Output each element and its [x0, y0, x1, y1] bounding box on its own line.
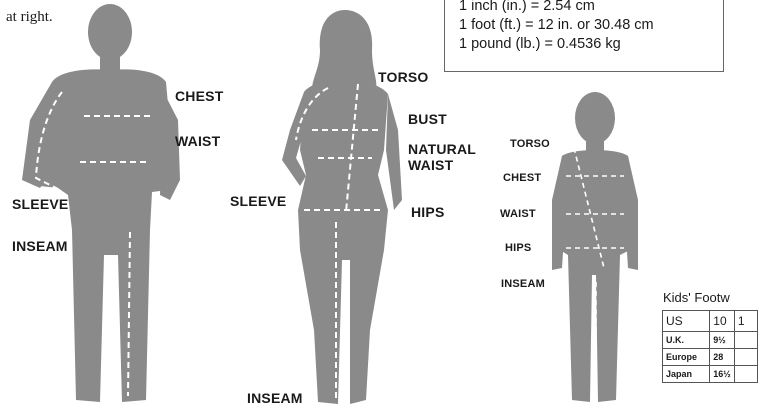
table-cell — [734, 366, 757, 383]
table-cell — [734, 349, 757, 366]
table-row: U.K. 9½ — [663, 332, 758, 349]
table-cell: U.K. — [663, 332, 710, 349]
man-sleeve-label: SLEEVE — [12, 196, 68, 212]
kids-footwear-title: Kids' Footw — [663, 290, 730, 305]
woman-torso-label: TORSO — [378, 69, 429, 85]
woman-hips-label: HIPS — [411, 204, 444, 220]
child-silhouette — [552, 92, 638, 402]
woman-sleeve-label: SLEEVE — [230, 193, 286, 209]
table-cell: 28 — [710, 349, 735, 366]
man-waist-label: WAIST — [175, 133, 220, 149]
kids-footwear-table-wrap: US 10 1 U.K. 9½ Europe 28 Japan 16½ — [662, 310, 758, 408]
child-chest-label: CHEST — [503, 172, 541, 184]
man-chest-label: CHEST — [175, 88, 223, 104]
child-inseam-label: INSEAM — [501, 278, 545, 290]
table-cell: 9½ — [710, 332, 735, 349]
table-cell: 1 — [734, 311, 757, 332]
table-cell: 16½ — [710, 366, 735, 383]
table-row: Japan 16½ — [663, 366, 758, 383]
child-hips-label: HIPS — [505, 242, 531, 254]
woman-natural-waist-label-1: NATURAL — [408, 141, 476, 157]
table-cell — [734, 332, 757, 349]
woman-bust-label: BUST — [408, 111, 447, 127]
man-inseam-label: INSEAM — [12, 238, 68, 254]
table-row: Europe 28 — [663, 349, 758, 366]
table-cell: 10 — [710, 311, 735, 332]
woman-inseam-label: INSEAM — [247, 390, 303, 406]
kids-footwear-table: US 10 1 U.K. 9½ Europe 28 Japan 16½ — [662, 310, 758, 383]
child-torso-label: TORSO — [510, 138, 550, 150]
table-cell: Europe — [663, 349, 710, 366]
table-row: US 10 1 — [663, 311, 758, 332]
table-cell: US — [663, 311, 710, 332]
table-cell: Japan — [663, 366, 710, 383]
child-waist-label: WAIST — [500, 208, 536, 220]
woman-natural-waist-label-2: WAIST — [408, 157, 453, 173]
